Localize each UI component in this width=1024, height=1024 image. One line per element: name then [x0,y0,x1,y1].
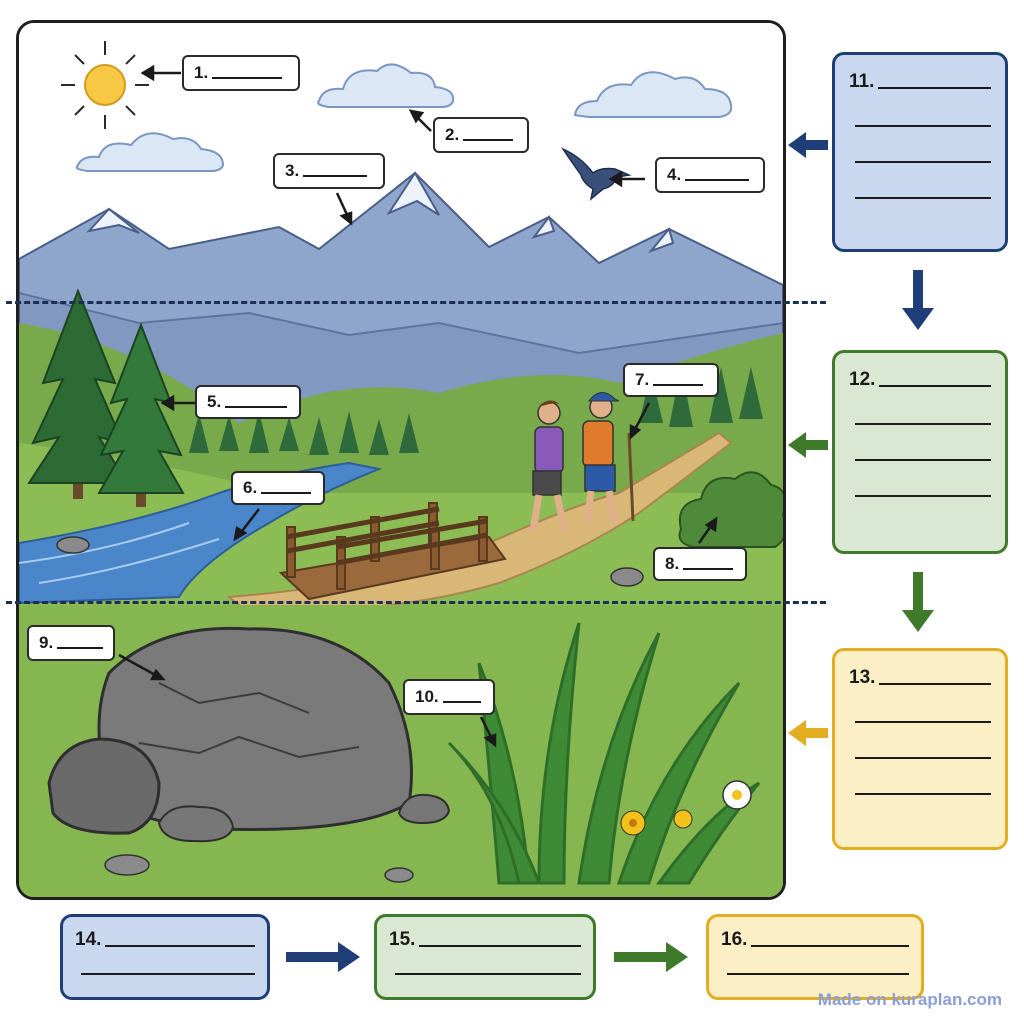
arrow-left-green-icon [788,432,828,458]
label-2-blank[interactable] [463,139,514,141]
separator-top [6,301,826,304]
label-10-blank[interactable] [442,701,481,703]
arrow-right-green-icon [614,942,688,972]
label-8-number: 8. [665,554,680,573]
label-1-blank[interactable] [212,77,283,79]
label-5-number: 5. [207,392,222,411]
answer-box-14[interactable]: 14. [60,914,270,1000]
arrow-right-blue-icon [286,942,360,972]
label-3-number: 3. [285,161,300,180]
answer-line[interactable] [855,793,991,795]
label-3[interactable]: 3. [273,153,385,189]
answer-line[interactable] [855,495,991,497]
answer-box-12[interactable]: 12. [832,350,1008,554]
label-5[interactable]: 5. [195,385,301,419]
pebbles [56,536,644,883]
label-9[interactable]: 9. [27,625,115,661]
label-9-number: 9. [39,633,54,652]
answer-box-13-number: 13. [849,667,876,688]
label-1[interactable]: 1. [182,55,300,91]
answer-box-16[interactable]: 16. [706,914,924,1000]
boulder [47,626,451,843]
label-4[interactable]: 4. [655,157,765,193]
label-6-blank[interactable] [261,492,312,494]
label-10-number: 10. [415,687,439,706]
bird-icon [560,147,632,201]
answer-line[interactable] [855,423,991,425]
label-7[interactable]: 7. [623,363,719,397]
arrow-down-green-icon [902,572,934,632]
pointer-arrows [118,64,718,748]
label-7-blank[interactable] [653,384,704,386]
arrow-left-blue-icon [788,132,828,158]
answer-box-12-number: 12. [849,369,876,390]
flowers [620,780,752,836]
answer-line[interactable] [855,161,991,163]
scene-illustration [19,23,783,897]
sun-icon [61,41,149,129]
answer-line[interactable] [727,973,909,975]
label-9-blank[interactable] [57,647,104,649]
label-4-number: 4. [667,165,682,184]
label-8-blank[interactable] [683,568,734,570]
label-1-number: 1. [194,63,209,82]
label-2[interactable]: 2. [433,117,529,153]
answer-line[interactable] [395,973,581,975]
hikers [529,392,635,532]
label-6-number: 6. [243,478,258,497]
bridge [278,502,507,601]
label-7-number: 7. [635,370,650,389]
footer-credit[interactable]: Made on kuraplan.com [817,990,1002,1009]
pine-trees [27,288,185,507]
answer-box-16-number: 16. [721,929,748,950]
answer-box-15[interactable]: 15. [374,914,596,1000]
label-3-blank[interactable] [303,175,368,177]
answer-line[interactable] [855,757,991,759]
answer-line[interactable] [81,973,255,975]
answer-box-11-number: 11. [849,71,875,92]
arrow-down-blue-icon [902,270,934,330]
label-4-blank[interactable] [685,179,750,181]
label-5-blank[interactable] [225,406,288,408]
answer-box-13[interactable]: 13. [832,648,1008,850]
label-8[interactable]: 8. [653,547,747,581]
answer-box-14-number: 14. [75,929,102,950]
answer-line[interactable] [855,197,991,199]
label-6[interactable]: 6. [231,471,325,505]
answer-box-11[interactable]: 11. [832,52,1008,252]
label-2-number: 2. [445,125,460,144]
answer-box-15-number: 15. [389,929,416,950]
distant-forest [189,367,763,455]
arrow-left-yellow-icon [788,720,828,746]
tall-grass [447,622,761,885]
label-10[interactable]: 10. [403,679,495,715]
landscape-scene: 1. 2. 3. 4. 5. 6. 7. 8. 9. 10. [16,20,786,900]
separator-bottom [6,601,826,604]
answer-line[interactable] [855,459,991,461]
answer-line[interactable] [855,125,991,127]
clouds [75,63,733,172]
answer-line[interactable] [855,721,991,723]
